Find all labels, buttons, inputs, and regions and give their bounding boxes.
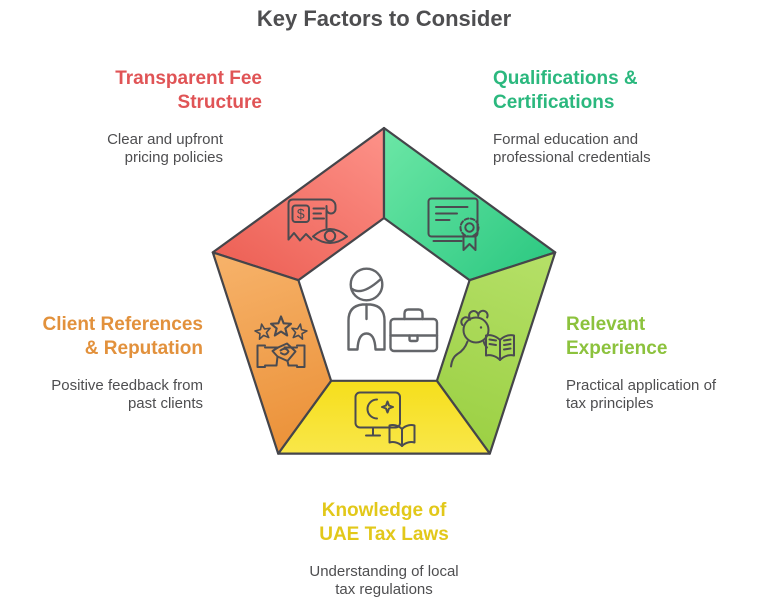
factor-title-line: UAE Tax Laws: [319, 524, 449, 545]
factor-desc-line: pricing policies: [124, 149, 223, 166]
factor-desc-line: Formal education and: [493, 131, 639, 148]
factor-desc-line: tax regulations: [335, 581, 433, 598]
stars-handshake-icon: [253, 315, 309, 368]
factor-desc-relevant-experience: Practical application of tax principles: [566, 377, 716, 413]
factor-title-relevant-experience: Relevant Experience: [566, 313, 667, 361]
factor-title-knowledge-uae-tax-laws: Knowledge of UAE Tax Laws: [0, 499, 768, 547]
factor-title-line: & Reputation: [84, 338, 203, 359]
factor-title-line: Certifications: [493, 92, 615, 113]
factor-title-line: Experience: [566, 338, 668, 359]
factor-title-client-references-reputation: Client References & Reputation: [42, 313, 203, 361]
certificate-award-icon: [427, 197, 480, 251]
factor-desc-line: professional credentials: [493, 149, 651, 166]
factor-desc-knowledge-uae-tax-laws: Understanding of local tax regulations: [0, 563, 768, 599]
factor-title-line: Qualifications &: [493, 68, 638, 89]
svg-text:$: $: [297, 206, 305, 222]
page-title: Key Factors to Consider: [256, 6, 512, 31]
factor-desc-line: Practical application of: [566, 377, 717, 394]
factor-desc-client-references-reputation: Positive feedback from past clients: [51, 377, 203, 413]
factor-desc-line: Clear and upfront: [107, 131, 223, 148]
factor-title-line: Relevant: [566, 314, 646, 335]
factor-desc-line: past clients: [127, 395, 203, 412]
factor-desc-transparent-fee-structure: Clear and upfront pricing policies: [107, 131, 223, 167]
factor-desc-line: Understanding of local: [309, 563, 459, 580]
factor-desc-line: tax principles: [566, 395, 654, 412]
professional-with-briefcase-icon: [347, 267, 439, 353]
segment-transparent-fee-structure: [211, 126, 386, 282]
uae-law-screen-book-icon: [354, 391, 416, 447]
factor-title-line: Transparent Fee: [115, 68, 262, 89]
factor-title-line: Structure: [177, 92, 262, 113]
factor-title-qualifications-certifications: Qualifications & Certifications: [493, 67, 638, 115]
segment-client-references-reputation: [211, 251, 333, 455]
factor-title-line: Knowledge of: [321, 500, 447, 521]
factor-desc-qualifications-certifications: Formal education and professional creden…: [493, 131, 651, 167]
receipt-eye-icon: $: [287, 198, 348, 244]
factor-title-line: Client References: [42, 314, 203, 335]
factor-desc-line: Positive feedback from: [51, 377, 203, 394]
reading-person-icon: [450, 309, 515, 368]
factor-title-transparent-fee-structure: Transparent Fee Structure: [115, 67, 262, 115]
